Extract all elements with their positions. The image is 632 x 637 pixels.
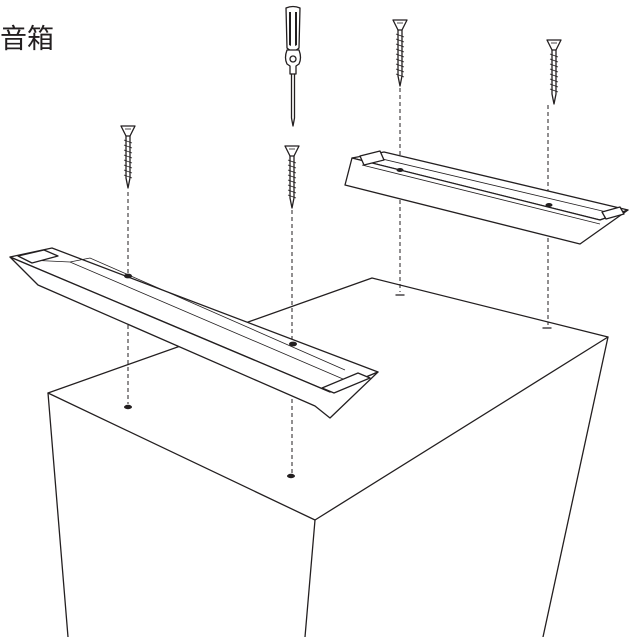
bracket-front (9, 247, 379, 419)
bracket-front-hole-2 (289, 341, 297, 347)
bracket-back-hole-2 (545, 203, 553, 207)
cabinet-left-face (47, 392, 316, 637)
bracket-front-tab-right (321, 372, 371, 394)
bracket-front-hole-1 (124, 273, 132, 279)
bracket-back-side (344, 157, 629, 245)
cabinet-holes (124, 294, 552, 479)
screw-2 (284, 145, 300, 209)
bracket-back-inner (361, 157, 616, 225)
speaker-cabinet (47, 277, 609, 637)
cabinet-right-face (542, 336, 609, 637)
screwdriver-icon (284, 5, 302, 127)
screw-1 (120, 125, 136, 189)
caption-text: 音箱 (0, 24, 54, 55)
bracket-back-tab-left (359, 150, 385, 166)
hole-front-left (124, 404, 132, 410)
bracket-back-hole-1 (396, 168, 404, 172)
screw-3 (392, 19, 408, 87)
hole-front-right (287, 473, 295, 479)
screw-4 (546, 39, 562, 105)
bracket-front-tab-left (17, 249, 59, 264)
bracket-back-tab-right (601, 206, 625, 220)
bracket-back (344, 150, 629, 245)
